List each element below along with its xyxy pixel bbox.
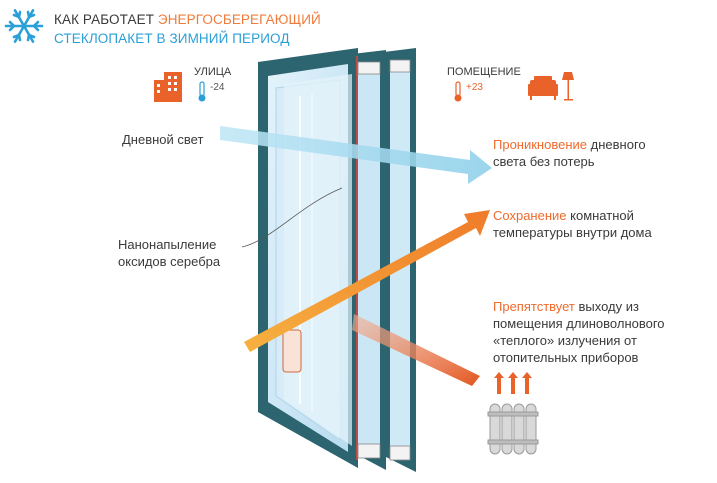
prevents-accent: Препятствует [493, 299, 575, 314]
title-part-4: В ЗИМНИЙ ПЕРИОД [152, 31, 290, 46]
snowflake-icon [4, 9, 44, 43]
title-part-1: КАК РАБОТАЕТ [54, 12, 158, 27]
prevents-label: Препятствует выходу из помещения длиново… [493, 298, 665, 366]
outside-label: УЛИЦА [194, 66, 232, 78]
glass-unit [258, 48, 416, 472]
coating-label-line1: Нанонапыление [118, 237, 217, 252]
prevents-rest: выходу из [574, 299, 639, 314]
preservation-label: Сохранение комнатной температуры внутри … [493, 207, 652, 241]
preservation-line2: температуры внутри дома [493, 225, 652, 240]
daylight-ray [220, 126, 492, 184]
coating-label-line2: оксидов серебра [118, 254, 221, 269]
coating-connector [241, 187, 343, 248]
preservation-accent: Сохранение [493, 208, 567, 223]
radiator-icon [487, 403, 539, 455]
longwave-radiation-ray [352, 314, 480, 386]
sofa-lamp-icon [528, 72, 574, 101]
thermometer-cold-icon [198, 81, 206, 102]
prevents-line4: отопительных приборов [493, 350, 639, 365]
prevents-line2: помещения длиноволнового [493, 316, 665, 331]
coating-label: Нанонапыление оксидов серебра [118, 236, 220, 270]
thermometer-warm-icon [454, 81, 462, 102]
penetration-label: Проникновение дневного света без потерь [493, 136, 646, 170]
room-heat-ray [244, 210, 490, 352]
building-icon [154, 72, 182, 102]
penetration-accent: Проникновение [493, 137, 588, 152]
penetration-line2: света без потерь [493, 154, 595, 169]
penetration-rest: дневного [587, 137, 646, 152]
prevents-line3: «теплого» излучения от [493, 333, 637, 348]
inside-temperature: +23 [466, 82, 483, 93]
title-part-3: СТЕКЛОПАКЕТ [54, 31, 153, 46]
heat-arrows-icon [494, 372, 532, 394]
daylight-label: Дневной свет [122, 132, 204, 147]
page-title: КАК РАБОТАЕТ ЭНЕРГОСБЕРЕГАЮЩИЙ СТЕКЛОПАК… [54, 10, 321, 48]
title-part-2: ЭНЕРГОСБЕРЕГАЮЩИЙ [157, 12, 321, 27]
outside-temperature: -24 [210, 82, 225, 93]
preservation-rest: комнатной [566, 208, 634, 223]
inside-label: ПОМЕЩЕНИЕ [447, 66, 521, 78]
